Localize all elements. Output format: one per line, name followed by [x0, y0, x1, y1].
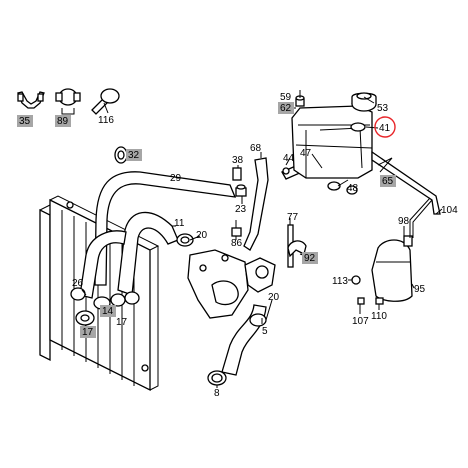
callout-23: 23 — [235, 204, 247, 215]
clamp-8 — [207, 370, 227, 386]
callout-5: 5 — [262, 326, 268, 337]
callout-35: 35 — [19, 116, 31, 127]
callout-ring-41 — [374, 116, 396, 138]
fitting-107-110 — [357, 297, 384, 305]
callout-89: 89 — [57, 116, 69, 127]
callout-44: 44 — [283, 153, 295, 164]
callout-104: 104 — [441, 205, 458, 216]
callout-77: 77 — [287, 212, 299, 223]
callout-box-92 — [302, 252, 318, 264]
clamp-20a — [176, 233, 194, 247]
callout-box-62 — [278, 102, 294, 114]
callout-20b: 20 — [268, 292, 280, 303]
callout-107: 107 — [352, 316, 369, 327]
clamp-17 — [75, 310, 95, 326]
callout-29: 29 — [170, 173, 182, 184]
clamp-92 — [287, 240, 307, 258]
hose-end-32 — [114, 146, 128, 164]
callout-53: 53 — [377, 103, 389, 114]
fitting-113 — [351, 275, 361, 285]
vent-hose-68 — [243, 157, 269, 251]
callout-26: 26 — [72, 278, 84, 289]
clamp-35-icon — [17, 91, 45, 109]
callout-box-17a — [80, 326, 96, 338]
clamp-26 — [70, 287, 86, 301]
callout-14: 14 — [102, 306, 114, 317]
callout-box-89 — [55, 115, 71, 127]
clamp-116-icon — [91, 88, 120, 115]
callout-box-32 — [126, 149, 142, 161]
callout-17a: 17 — [82, 327, 94, 338]
leader-lines — [81, 90, 443, 388]
callout-48: 48 — [347, 183, 359, 194]
thermostat-housing — [187, 249, 276, 319]
callout-92: 92 — [304, 253, 316, 264]
callout-110: 110 — [371, 311, 387, 322]
callout-20a: 20 — [196, 230, 208, 241]
callout-32: 32 — [128, 150, 140, 161]
fitting-86 — [231, 220, 242, 237]
callout-98: 98 — [398, 216, 410, 227]
callout-95: 95 — [414, 284, 426, 295]
hose-26 — [79, 230, 127, 299]
callout-box-14 — [100, 305, 116, 317]
callout-box-65 — [380, 175, 396, 187]
callout-8: 8 — [214, 388, 220, 399]
fitting-23 — [235, 184, 247, 197]
callout-11: 11 — [174, 218, 185, 229]
clamp-89-icon — [55, 88, 81, 115]
tank-seal-41 — [350, 122, 366, 132]
sensor-38 — [232, 167, 242, 181]
callout-38: 38 — [232, 155, 244, 166]
callout-113: 113 — [332, 276, 348, 287]
callout-62: 62 — [280, 103, 292, 114]
callout-59: 59 — [280, 92, 292, 103]
callout-box-35 — [17, 115, 33, 127]
callout-17b: 17 — [116, 317, 128, 328]
callout-47: 47 — [300, 148, 312, 159]
callout-116: 116 — [98, 115, 114, 126]
callout-86: 86 — [231, 238, 243, 249]
expansion-tank — [291, 105, 373, 179]
callout-68: 68 — [250, 143, 262, 154]
callout-41: 41 — [379, 123, 391, 134]
clamp-20b — [249, 313, 267, 327]
overflow-hose-104 — [371, 150, 441, 215]
fitting-48 — [327, 181, 358, 195]
upper-radiator-hose — [94, 171, 237, 286]
callout-65: 65 — [382, 176, 394, 187]
